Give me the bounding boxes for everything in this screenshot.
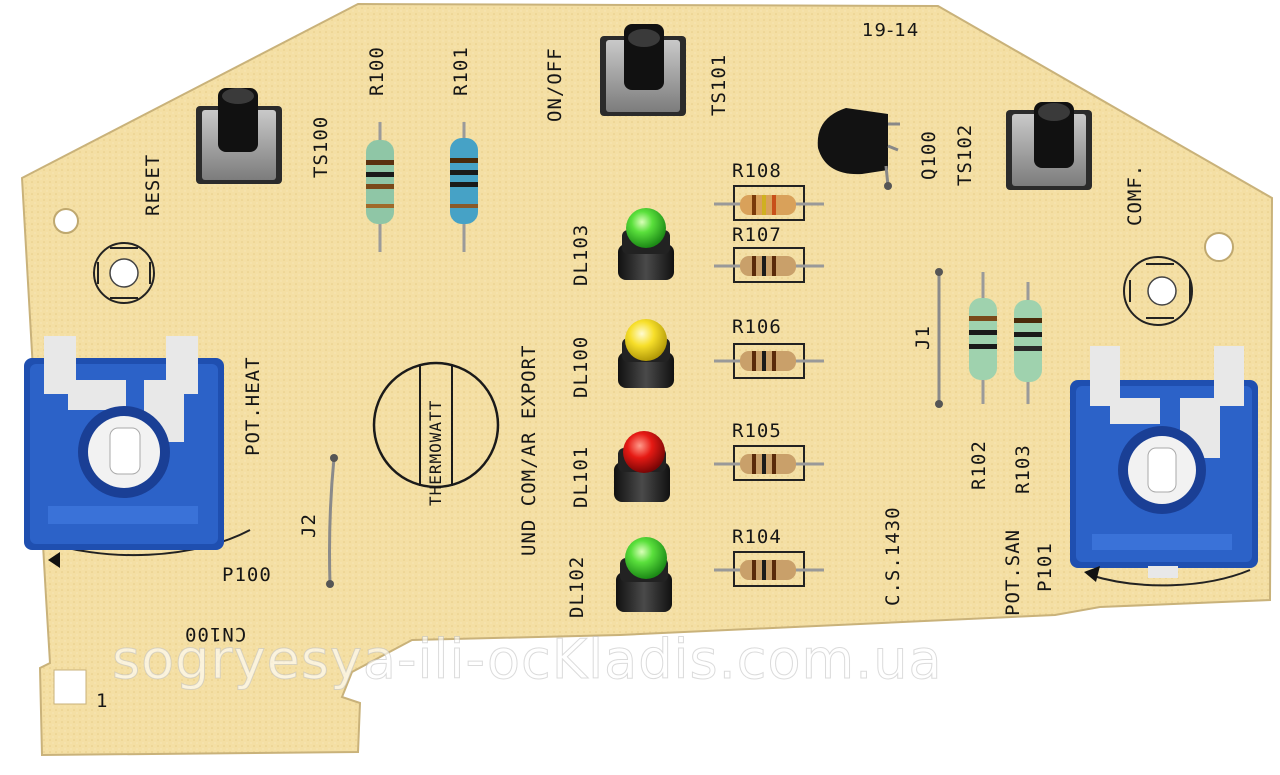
label-pin1: 1 <box>96 690 109 712</box>
thermowatt-logo <box>372 361 500 489</box>
label-r107: R107 <box>732 224 782 246</box>
label-q100: Q100 <box>918 130 940 180</box>
resistor-r104 <box>714 551 824 587</box>
resistor-r101 <box>450 122 478 252</box>
label-variant: UND COM/AR EXPORT <box>518 344 540 556</box>
label-r108: R108 <box>732 160 782 182</box>
resistor-r106 <box>714 343 824 379</box>
label-dl103: DL103 <box>570 223 592 286</box>
switch-ts100 <box>196 88 282 184</box>
label-r101: R101 <box>450 46 472 96</box>
alignment-ring-right <box>1123 256 1193 326</box>
potentiometer-p100 <box>24 336 251 568</box>
label-j2: J2 <box>298 513 320 538</box>
label-comf: COMF. <box>1124 163 1146 226</box>
label-pot-san: POT.SAN <box>1002 528 1024 616</box>
label-j1: J1 <box>912 325 934 350</box>
label-part-number: C.S.1430 <box>882 506 904 606</box>
resistor-r100 <box>366 122 394 252</box>
mount-hole <box>53 208 79 234</box>
label-r102: R102 <box>968 440 990 490</box>
label-dl101: DL101 <box>570 445 592 508</box>
led-dl103 <box>618 208 674 280</box>
transistor-q100 <box>817 108 900 190</box>
label-r105: R105 <box>732 420 782 442</box>
watermark: sogryesya-ili-ocKladis.com.ua <box>112 628 943 692</box>
label-ts100: TS100 <box>310 115 332 178</box>
label-on-off: ON/OFF <box>544 47 566 122</box>
label-dl100: DL100 <box>570 335 592 398</box>
resistor-r105 <box>714 445 824 481</box>
resistor-r107 <box>714 247 824 283</box>
label-date-code: 19-14 <box>862 20 920 41</box>
label-p100: P100 <box>222 564 272 586</box>
resistor-r108 <box>714 185 824 221</box>
label-p101: P101 <box>1034 542 1056 592</box>
alignment-ring-left <box>93 242 155 304</box>
mount-hole <box>1204 232 1234 262</box>
switch-ts101 <box>600 24 686 116</box>
switch-ts102 <box>1006 102 1092 190</box>
label-r100: R100 <box>366 46 388 96</box>
label-ts101: TS101 <box>708 53 730 116</box>
jumper-j2 <box>328 457 336 585</box>
label-reset: RESET <box>142 153 164 216</box>
label-r106: R106 <box>732 316 782 338</box>
label-dl102: DL102 <box>566 555 588 618</box>
label-pot-heat: POT.HEAT <box>242 356 264 456</box>
resistor-r103 <box>1014 282 1042 404</box>
label-ts102: TS102 <box>954 123 976 186</box>
resistor-r102 <box>969 272 997 404</box>
label-r103: R103 <box>1012 444 1034 494</box>
potentiometer-p101 <box>1070 346 1258 587</box>
label-brand: THERMOWATT <box>426 399 445 506</box>
led-dl101 <box>614 431 670 502</box>
led-dl102 <box>616 537 672 612</box>
led-dl100 <box>618 319 674 388</box>
label-r104: R104 <box>732 526 782 548</box>
